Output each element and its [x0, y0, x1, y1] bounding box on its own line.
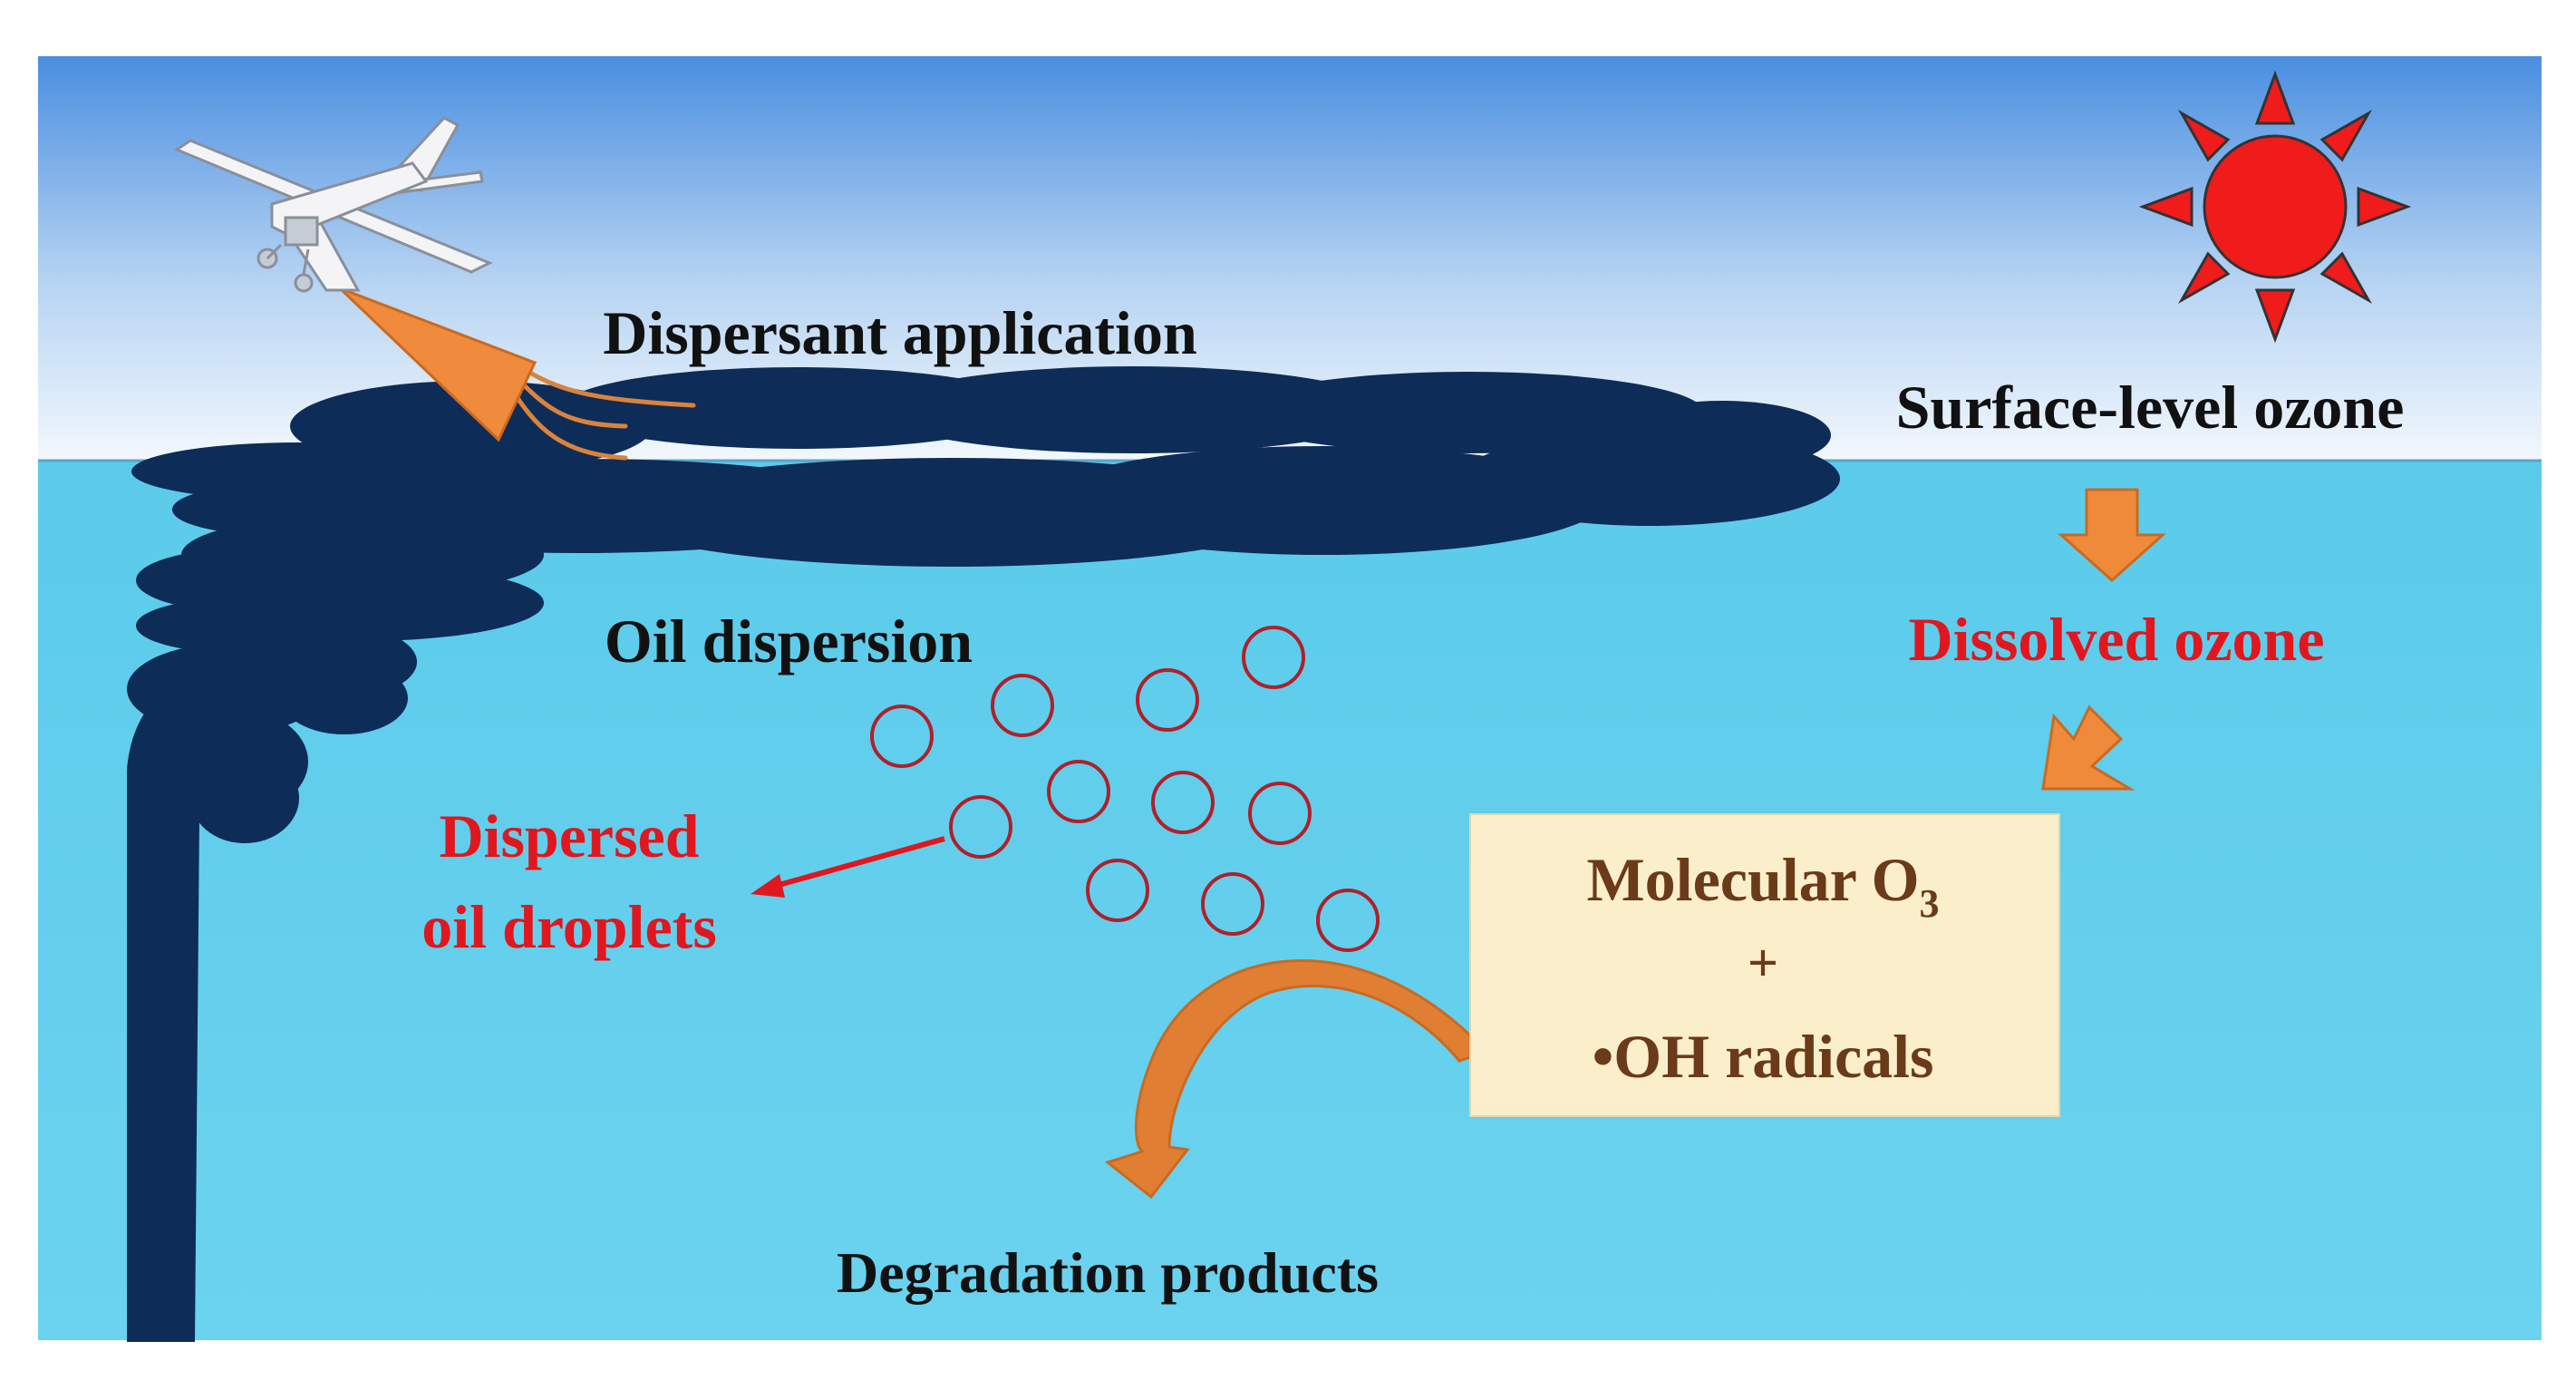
droplet-pointer-arrowhead [751, 874, 785, 898]
droplet-pointer-arrow [765, 836, 945, 891]
dissolved-ozone-label: Dissolved ozone [1909, 605, 2325, 674]
oil-dispersion-label: Oil dispersion [605, 607, 973, 675]
oil-slick [127, 366, 1840, 843]
spray-cone [338, 287, 537, 442]
down-arrow-2 [2041, 705, 2135, 791]
oil-droplet [1248, 782, 1312, 845]
surface-level-ozone-label: Surface-level ozone [1896, 373, 2405, 442]
reaction-box [1469, 813, 2060, 1117]
down-arrow-1 [2058, 488, 2166, 583]
molecular-o-text: Molecular O [1587, 845, 1920, 914]
degradation-products-label: Degradation products [837, 1240, 1379, 1305]
dispersed-label-line2: oil droplets [421, 892, 717, 961]
plus-label: + [1748, 933, 1778, 993]
sun-icon [2138, 70, 2412, 344]
oh-radicals-label: •OH radicals [1592, 1022, 1933, 1091]
oil-droplet [1047, 760, 1110, 823]
oil-droplet [870, 705, 934, 768]
oil-droplet [991, 674, 1054, 737]
molecular-o3-label: Molecular O3 [1587, 845, 1940, 926]
oil-plume [127, 684, 216, 1342]
oil-droplet [1242, 626, 1305, 689]
oil-droplet [1086, 859, 1149, 922]
oil-droplet [949, 795, 1012, 859]
curved-arrow [1104, 959, 1489, 1200]
subscript-3: 3 [1920, 881, 1940, 926]
oil-droplet [1136, 668, 1199, 732]
oil-droplet [1316, 889, 1380, 952]
airplane-icon [173, 116, 493, 293]
oil-droplets [870, 626, 1380, 952]
dispersed-label-line1: Dispersed [439, 802, 699, 870]
oil-droplet [1201, 872, 1264, 936]
oil-droplet [1151, 771, 1215, 834]
dispersant-application-label: Dispersant application [603, 298, 1197, 367]
